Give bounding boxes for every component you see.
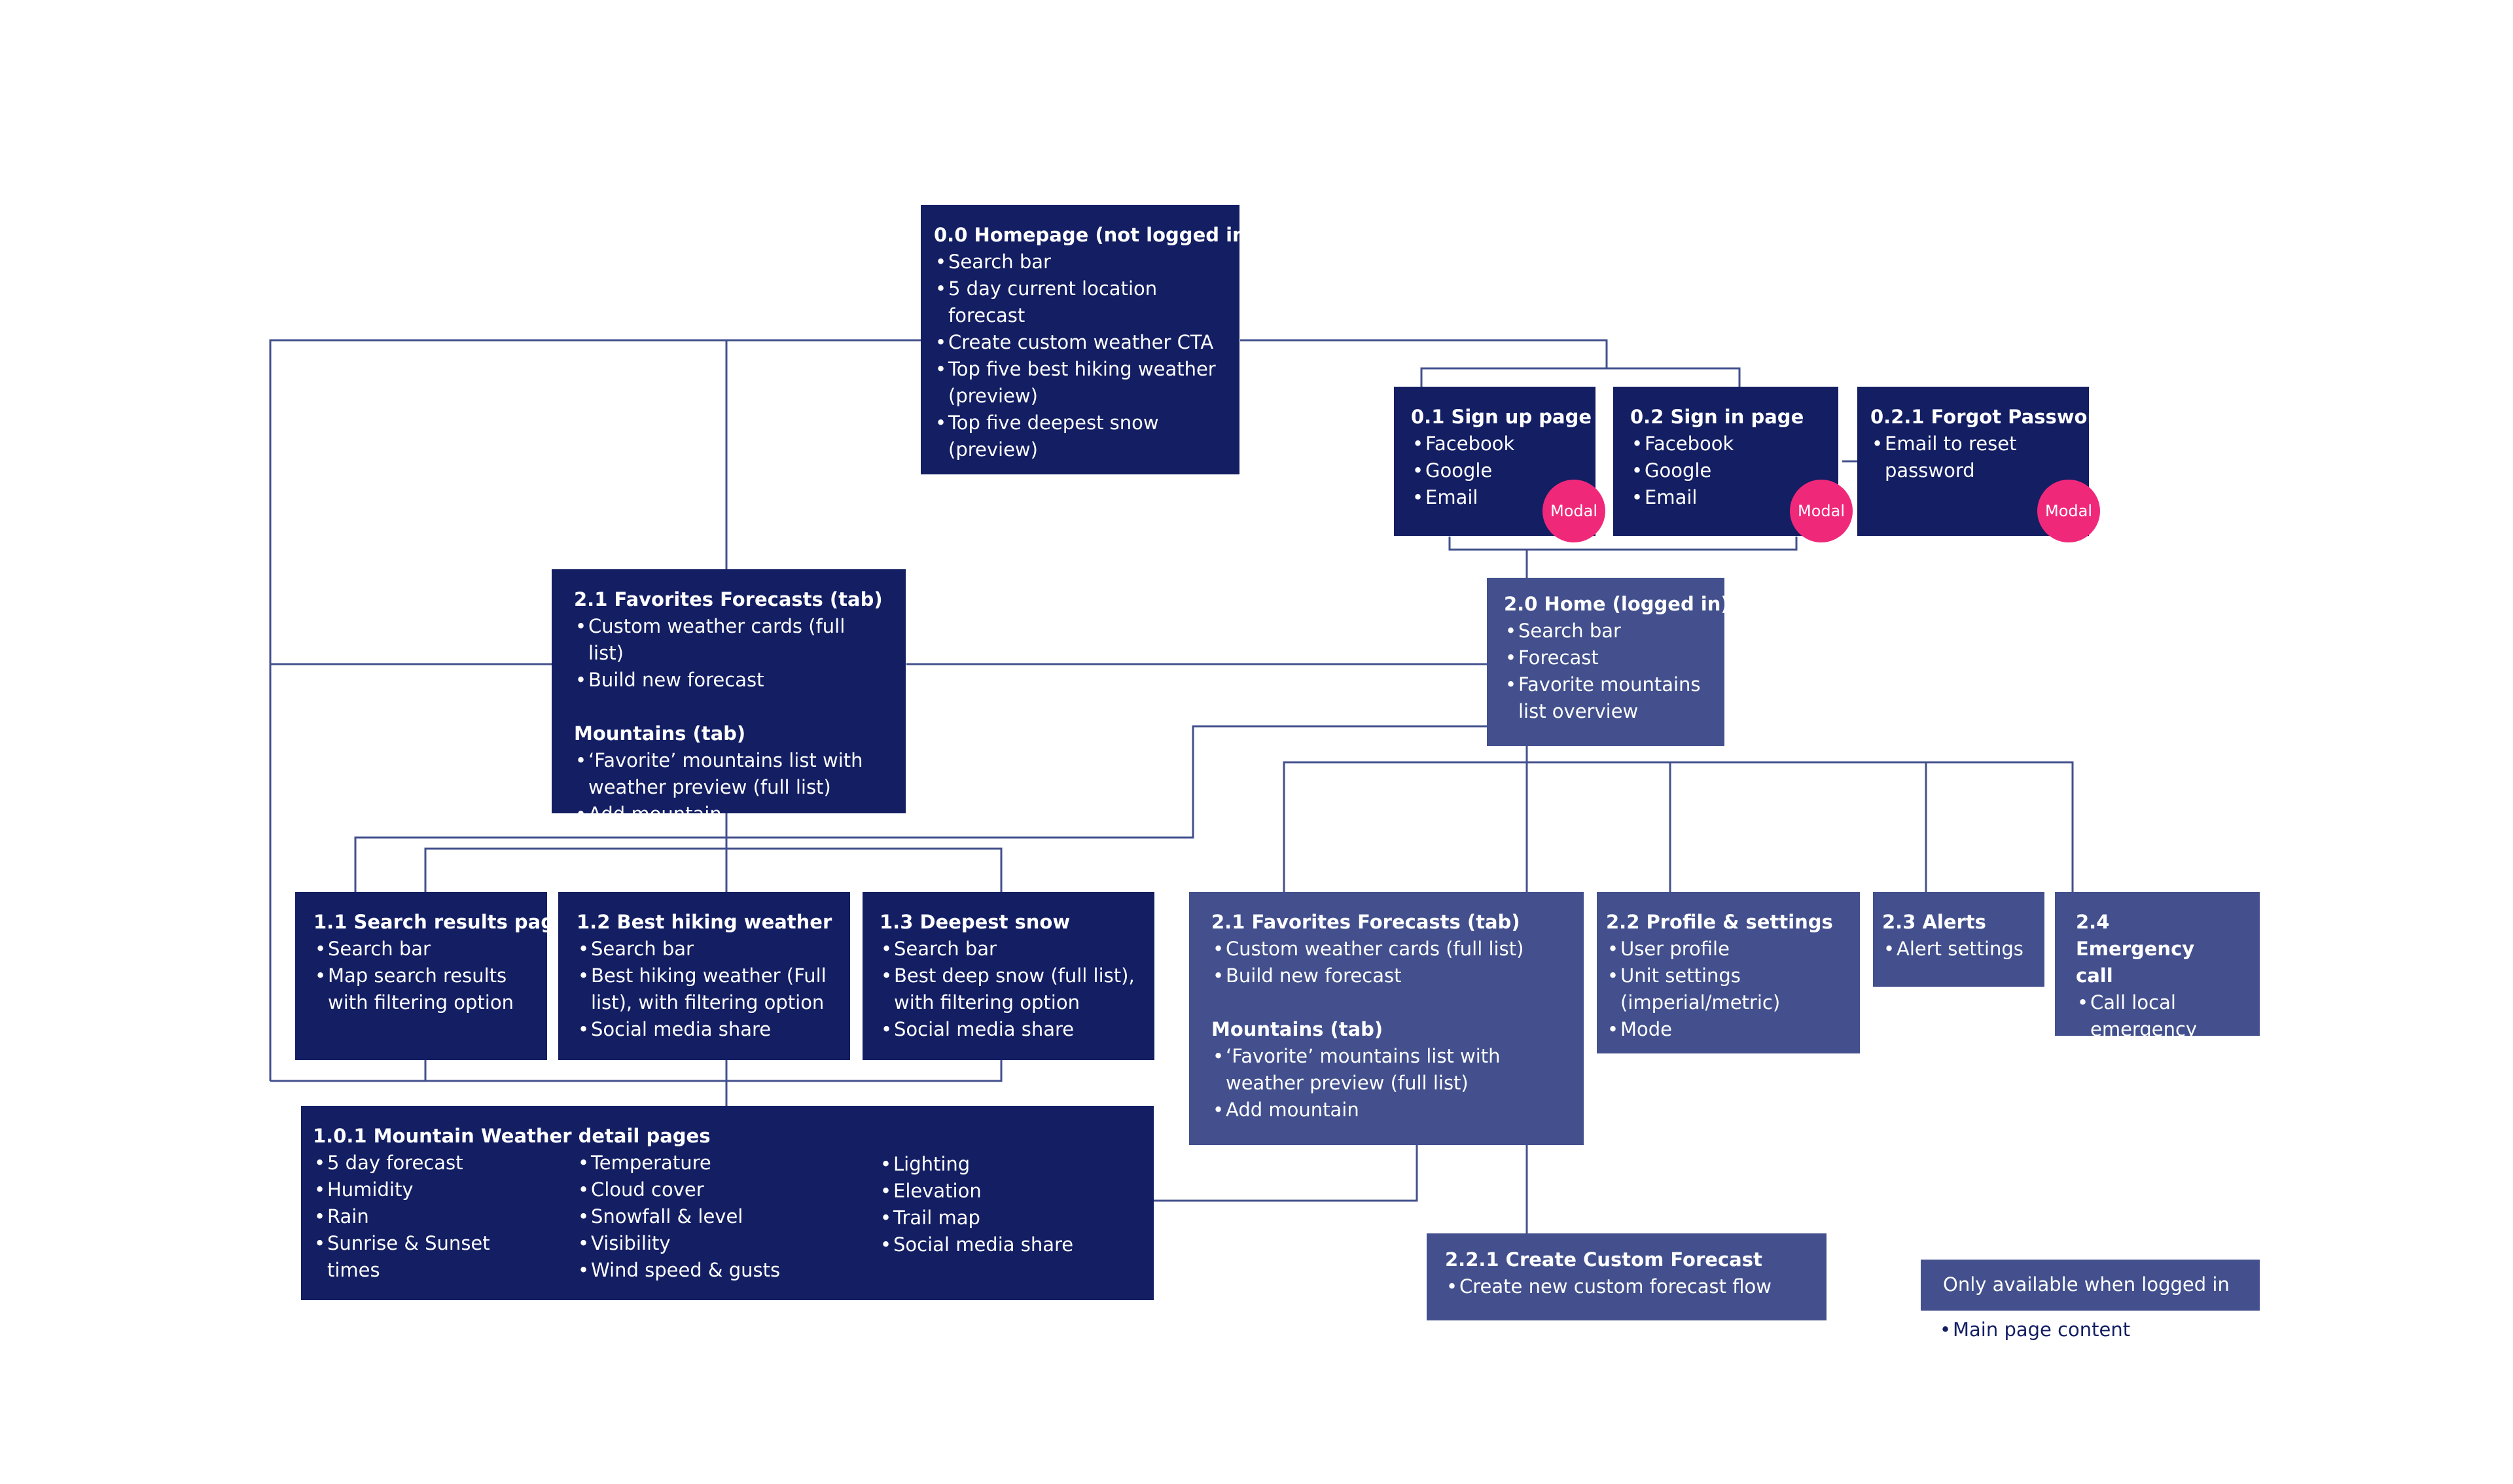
homepage-item: Search bar [934, 249, 1226, 275]
homepage-item: Create custom weather CTA [934, 329, 1226, 356]
signup-item: Email [1411, 484, 1578, 511]
favorites-left-item: Build new forecast [574, 667, 883, 694]
favorites-right-item: Build new forecast [1211, 963, 1561, 989]
alerts-item: Alert settings [1882, 936, 2035, 963]
connector-children-bar [424, 847, 1003, 892]
forgot-modal-badge: Modal [2037, 480, 2100, 542]
home-logged-in-title: 2.0 Home (logged in) [1504, 593, 1730, 615]
favorites-left-subtitle: Mountains (tab) [574, 722, 746, 745]
homepage-item: 5 day current location forecast [934, 275, 1226, 329]
connector-right-bar [1283, 761, 2074, 892]
detail-item: Elevation [879, 1178, 1114, 1205]
legend-logged-in-swatch: Only available when logged in [1921, 1260, 2260, 1311]
legend-label: Only available when logged in [1943, 1273, 2230, 1296]
alerts-title: 2.3 Alerts [1882, 911, 1986, 933]
alerts-box: 2.3 Alerts Alert settings [1873, 892, 2044, 987]
home-logged-in-box: 2.0 Home (logged in) Search bar Forecast… [1487, 578, 1730, 746]
favorites-right-sub-item: ‘Favorite’ mountains list with weather p… [1211, 1043, 1561, 1097]
profile-settings-box: 2.2 Profile & settings User profile Unit… [1597, 892, 1860, 1053]
detail-item: Visibility [577, 1230, 879, 1257]
best-hiking-item: Social media share [577, 1016, 832, 1043]
emergency-call-item: Call local emergency [2076, 989, 2213, 1043]
signup-item: Google [1411, 457, 1578, 484]
homepage-item: Top five best hiking weather (preview) [934, 356, 1226, 410]
homepage-box: 0.0 Homepage (not logged in) Search bar … [921, 205, 1255, 474]
detail-item: Rain [313, 1203, 577, 1230]
favorites-left-sub-item: Add mountain [574, 801, 883, 828]
forgot-password-box: 0.2.1 Forgot Password Email to reset pas… [1857, 387, 2111, 536]
best-hiking-title: 1.2 Best hiking weather [577, 911, 832, 933]
deepest-snow-item: Best deep snow (full list), with filteri… [880, 963, 1137, 1016]
connector-to-signin [1607, 367, 1741, 387]
custom-forecast-item: Create new custom forecast flow [1445, 1273, 1808, 1300]
mountain-detail-box: 1.0.1 Mountain Weather detail pages 5 da… [301, 1106, 1154, 1300]
profile-settings-item: Mode [1606, 1016, 1851, 1043]
mountain-detail-title: 1.0.1 Mountain Weather detail pages [313, 1125, 711, 1147]
detail-item: Snowfall & level [577, 1203, 879, 1230]
forgot-password-item: Email to reset password [1870, 431, 2034, 484]
home-logged-in-item: Search bar [1504, 618, 1707, 645]
profile-settings-title: 2.2 Profile & settings [1606, 911, 1833, 933]
deepest-snow-box: 1.3 Deepest snow Search bar Best deep sn… [863, 892, 1154, 1060]
profile-settings-item: Unit settings (imperial/metric) [1606, 963, 1851, 1016]
detail-item: Cloud cover [577, 1176, 879, 1203]
detail-item: Temperature [577, 1150, 879, 1176]
signup-item: Facebook [1411, 431, 1578, 457]
best-hiking-box: 1.2 Best hiking weather Search bar Best … [558, 892, 850, 1060]
signup-modal-badge: Modal [1542, 480, 1605, 542]
favorites-box-right: 2.1 Favorites Forecasts (tab) Custom wea… [1189, 892, 1584, 1145]
favorites-right-sub-item: Add mountain [1211, 1097, 1561, 1123]
mountain-detail-columns: 5 day forecast Humidity Rain Sunrise & S… [313, 1150, 1142, 1284]
connector-to-signup [1240, 339, 1608, 387]
detail-item: Sunrise & Sunset times [313, 1230, 510, 1284]
connector-top [269, 339, 923, 1081]
legend-note: Main page content [1938, 1316, 2130, 1343]
favorites-right-subtitle: Mountains (tab) [1211, 1018, 1383, 1040]
search-results-item: Search bar [313, 936, 529, 963]
detail-item: Trail map [879, 1205, 1114, 1231]
detail-item: 5 day forecast [313, 1150, 577, 1176]
home-logged-in-item: Forecast [1504, 645, 1707, 671]
emergency-call-box: 2.4 Emergency call Call local emergency [2055, 892, 2260, 1040]
detail-item: Wind speed & gusts [577, 1257, 879, 1284]
detail-item: Humidity [313, 1176, 577, 1203]
connector-modals-home [1448, 537, 1798, 551]
signup-title: 0.1 Sign up page [1411, 406, 1592, 428]
signin-item: Google [1630, 457, 1821, 484]
connector-home-left [354, 725, 1487, 892]
detail-item: Lighting [879, 1151, 1114, 1178]
forgot-password-title: 0.2.1 Forgot Password [1870, 406, 2111, 428]
favorites-left-item: Custom weather cards (full list) [574, 613, 883, 667]
home-logged-in-item: Favorite mountains list overview [1504, 671, 1707, 725]
favorites-left-title: 2.1 Favorites Forecasts (tab) [574, 588, 883, 610]
emergency-call-title: 2.4 Emergency call [2076, 911, 2195, 987]
signin-title: 0.2 Sign in page [1630, 406, 1804, 428]
signin-modal-badge: Modal [1790, 480, 1853, 542]
favorites-box-left: 2.1 Favorites Forecasts (tab) Custom wea… [552, 569, 906, 828]
favorites-right-item: Custom weather cards (full list) [1211, 936, 1561, 963]
signin-item: Email [1630, 484, 1821, 511]
search-results-box: 1.1 Search results page Search bar Map s… [295, 892, 567, 1060]
custom-forecast-box: 2.2.1 Create Custom Forecast Create new … [1427, 1233, 1827, 1320]
deepest-snow-item: Social media share [880, 1016, 1137, 1043]
deepest-snow-item: Search bar [880, 936, 1137, 963]
homepage-title: 0.0 Homepage (not logged in) [934, 224, 1255, 246]
deepest-snow-title: 1.3 Deepest snow [880, 911, 1071, 933]
legend-note-item: Main page content [1938, 1316, 2130, 1343]
favorites-right-title: 2.1 Favorites Forecasts (tab) [1211, 911, 1520, 933]
detail-item: Social media share [879, 1231, 1114, 1258]
search-results-item: Map search results with filtering option [313, 963, 529, 1016]
homepage-item: Top five deepest snow (preview) [934, 410, 1226, 463]
connector-children-bottom [270, 1060, 1003, 1082]
custom-forecast-title: 2.2.1 Create Custom Forecast [1445, 1248, 1762, 1271]
best-hiking-item: Search bar [577, 936, 832, 963]
profile-settings-item: User profile [1606, 936, 1851, 963]
signin-item: Facebook [1630, 431, 1821, 457]
best-hiking-item: Best hiking weather (Full list), with fi… [577, 963, 832, 1016]
search-results-title: 1.1 Search results page [313, 911, 567, 933]
favorites-left-sub-item: ‘Favorite’ mountains list with weather p… [574, 747, 883, 801]
connector-fav-detail [1154, 1145, 1418, 1202]
